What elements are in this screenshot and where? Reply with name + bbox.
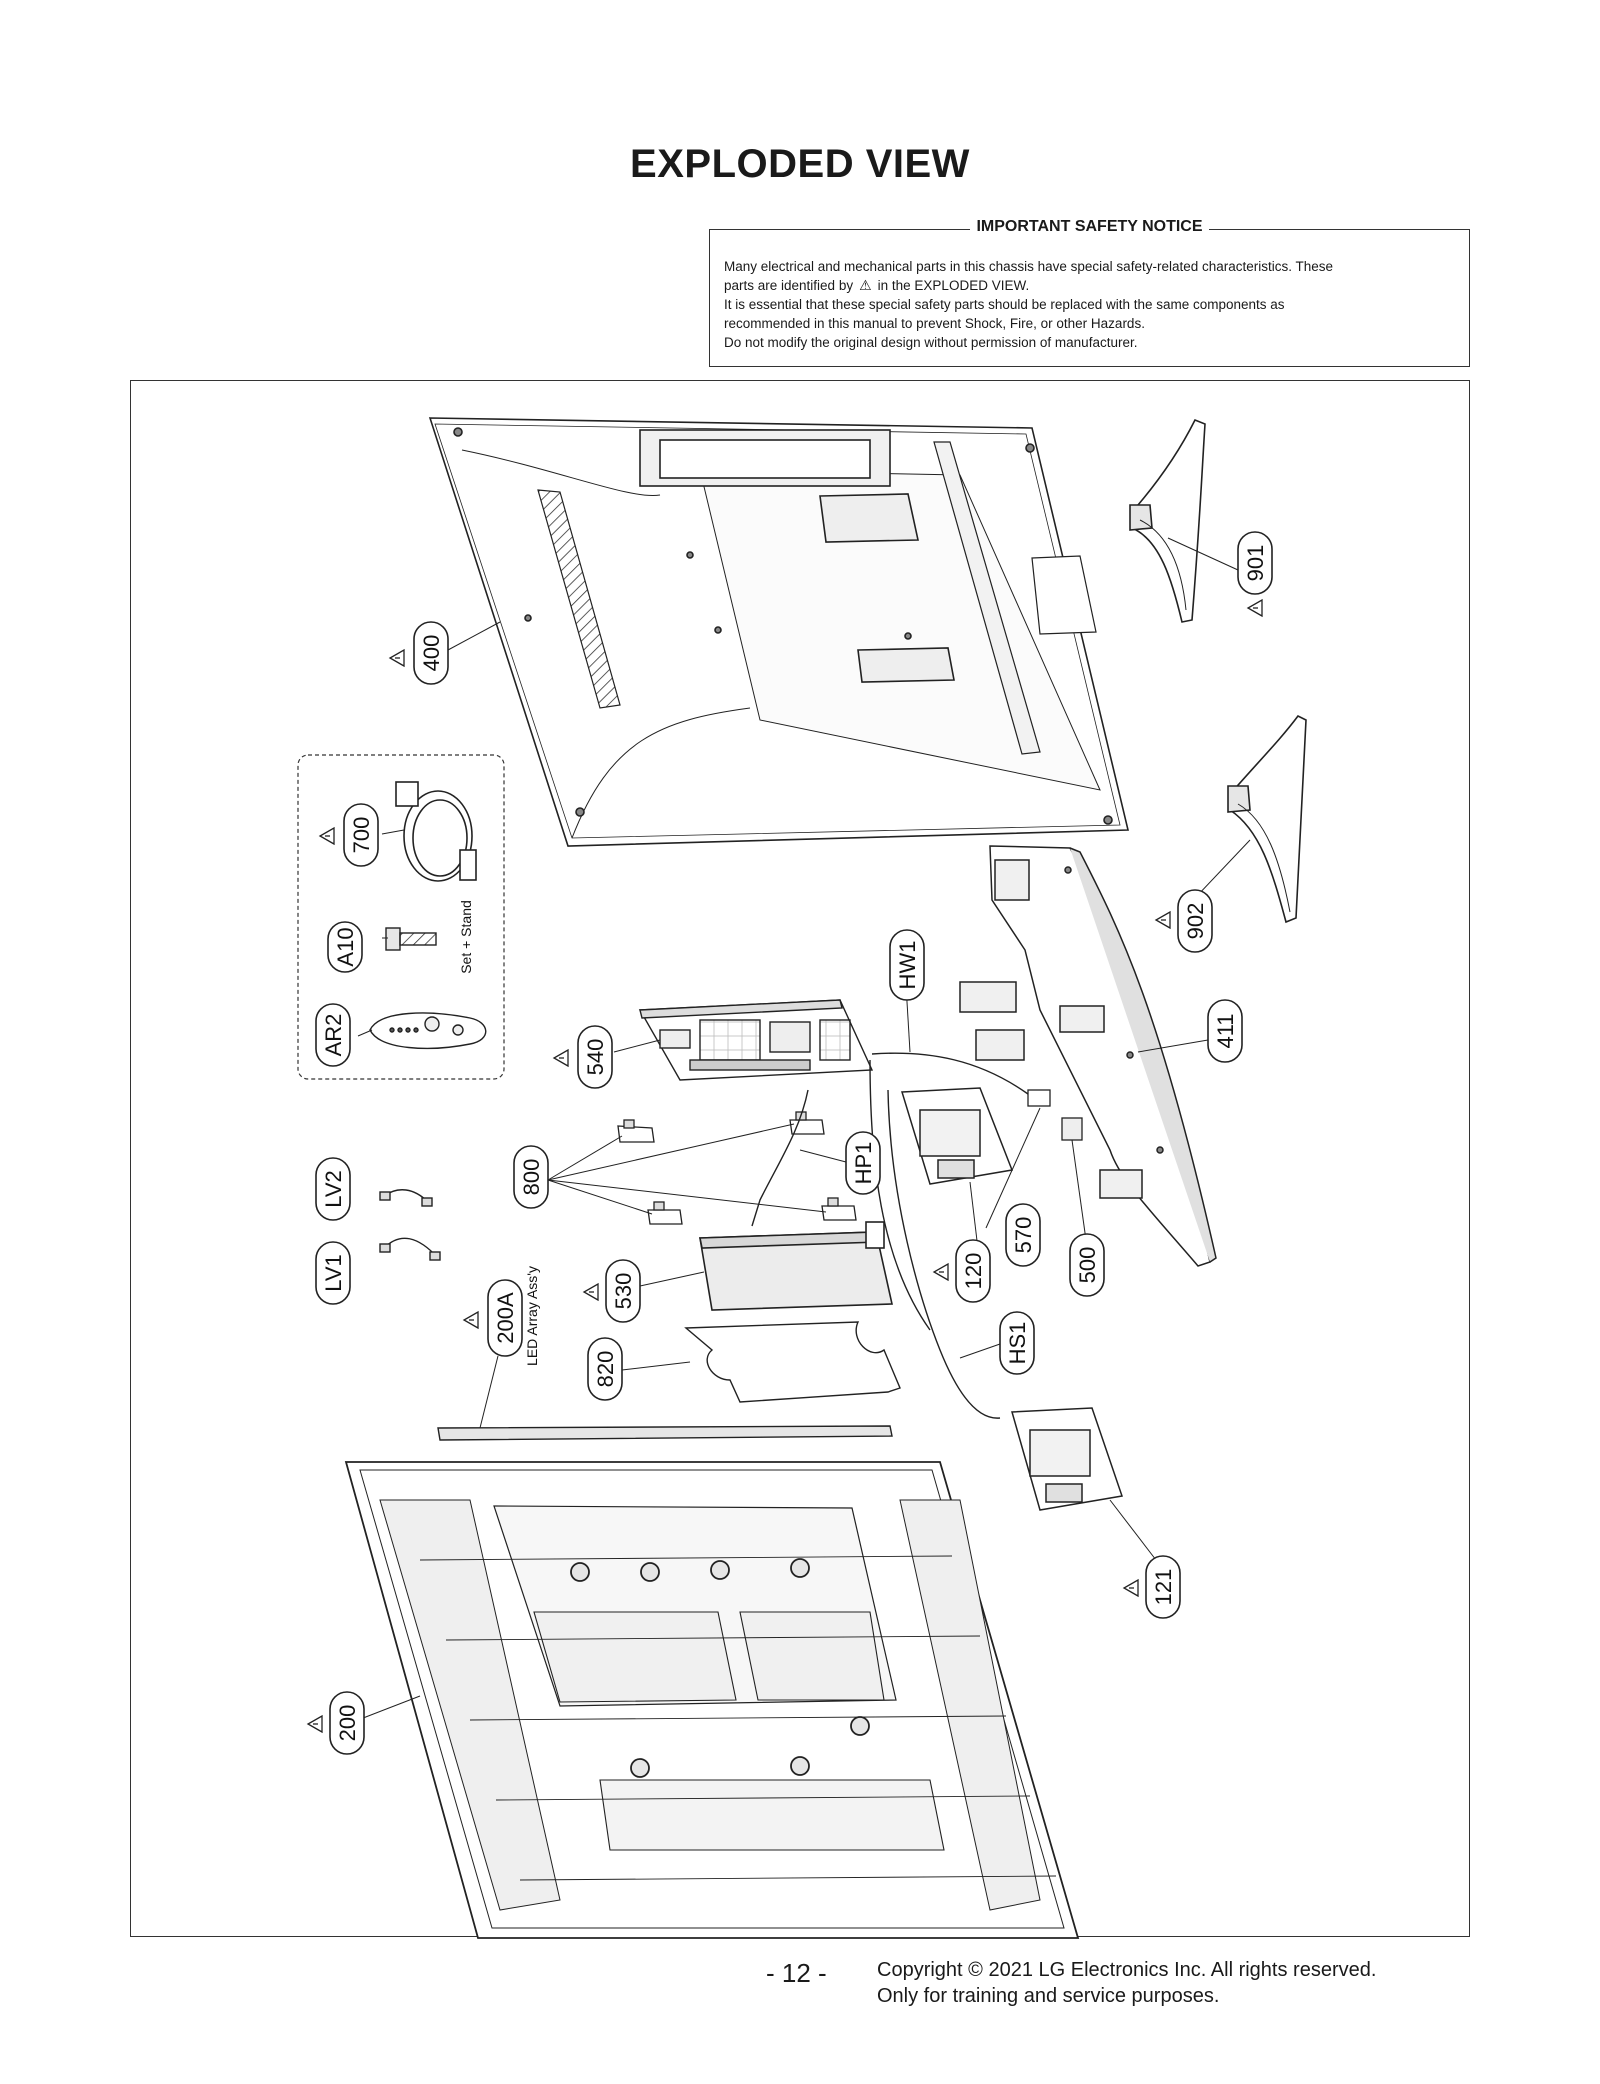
- callout-901: [1237, 531, 1273, 595]
- cable-lines: [751, 1052, 1029, 1419]
- label-a10: A10: [333, 927, 358, 966]
- warning-triangle-icon: [1246, 598, 1263, 618]
- page-title: EXPLODED VIEW: [630, 142, 970, 186]
- board-bracket-parts: [617, 1111, 857, 1225]
- page-number: - 12 -: [766, 1958, 827, 1988]
- warning-triangle-icon: [306, 1714, 323, 1734]
- callout-121: [1145, 1555, 1181, 1619]
- callout-lv2: [315, 1157, 351, 1221]
- label-901: 901: [1243, 545, 1268, 582]
- callout-530: [605, 1259, 641, 1323]
- callout-700: [343, 803, 379, 867]
- warning-triangle-icon: [388, 648, 405, 668]
- notice-line-3: It is essential that these special safet…: [724, 297, 1285, 312]
- stand-right-upper-part: [1129, 418, 1206, 623]
- screw-part: [385, 927, 437, 951]
- led-connector-lv2: [379, 1189, 433, 1207]
- notice-heading: IMPORTANT SAFETY NOTICE: [970, 218, 1209, 235]
- accessory-group-box: [297, 754, 505, 1080]
- label-hp1: HP1: [851, 1142, 876, 1185]
- callout-500: [1069, 1233, 1105, 1297]
- callout-570: [1005, 1203, 1041, 1267]
- label-570: 570: [1011, 1217, 1036, 1254]
- callout-800: [513, 1145, 549, 1209]
- label-200: 200: [335, 1705, 360, 1742]
- label-120: 120: [961, 1253, 986, 1290]
- warning-triangle-icon: [1154, 910, 1171, 930]
- label-500: 500: [1075, 1247, 1100, 1284]
- callout-820: [587, 1337, 623, 1401]
- main-board-part: [638, 999, 874, 1081]
- speaker-left-part: [901, 1087, 1014, 1185]
- callout-ar2: [315, 1003, 351, 1067]
- sub-board-parts: [1027, 1089, 1083, 1141]
- insulator-sheet-part: [684, 1321, 901, 1403]
- warning-triangle-icon: [462, 1310, 479, 1330]
- bottom-frame-bracket-part: [959, 845, 1217, 1267]
- warning-triangle-icon: [1122, 1578, 1139, 1598]
- callout-200a: [487, 1279, 523, 1357]
- warning-triangles: [306, 598, 1263, 1734]
- label-411: 411: [1213, 1013, 1238, 1048]
- lcd-panel-module-part: [344, 1461, 1080, 1939]
- callout-hp1: [845, 1131, 881, 1195]
- warning-triangle-icon: [552, 1048, 569, 1068]
- label-hw1: HW1: [895, 941, 920, 990]
- warning-triangle-icon: ⚠: [859, 277, 872, 293]
- label-540: 540: [583, 1039, 608, 1076]
- power-board-part: [699, 1221, 893, 1311]
- led-array-note: LED Array Ass'y: [524, 1266, 540, 1366]
- callout-hs1: [999, 1311, 1035, 1375]
- notice-body: Many electrical and mechanical parts in …: [724, 257, 1455, 352]
- label-700: 700: [349, 817, 374, 854]
- notice-line-1: Many electrical and mechanical parts in …: [724, 259, 1334, 274]
- notice-line-2: parts are identified by⚠in the EXPLODED …: [724, 277, 1030, 293]
- label-121: 121: [1151, 1569, 1176, 1606]
- label-ar2: AR2: [321, 1014, 346, 1057]
- leader-lines: [357, 537, 1251, 1721]
- copyright-line: Copyright © 2021 LG Electronics Inc. All…: [877, 1959, 1377, 1981]
- callout-hw1: [889, 929, 925, 1001]
- label-400: 400: [419, 635, 444, 672]
- label-902: 902: [1183, 903, 1208, 940]
- label-lv1: LV1: [321, 1254, 346, 1292]
- callout-400: [413, 621, 449, 685]
- label-200a: 200A: [493, 1292, 518, 1344]
- callout-a10: [327, 921, 363, 973]
- notice-line-4: recommended in this manual to prevent Sh…: [724, 316, 1145, 331]
- label-530: 530: [611, 1273, 636, 1310]
- remote-control-part: [369, 1012, 487, 1050]
- label-820: 820: [593, 1351, 618, 1388]
- led-connector-lv1: [379, 1237, 441, 1261]
- label-800: 800: [519, 1159, 544, 1196]
- warning-triangle-icon: [932, 1262, 949, 1282]
- label-hs1: HS1: [1005, 1322, 1030, 1365]
- led-array-bar-part: [437, 1425, 893, 1441]
- notice-line-5: Do not modify the original design withou…: [724, 335, 1138, 350]
- callout-lv1: [315, 1241, 351, 1305]
- warning-triangle-icon: [318, 826, 335, 846]
- training-line: Only for training and service purposes.: [877, 1985, 1220, 2007]
- power-cord-part: [395, 781, 477, 882]
- back-cover-part: [428, 417, 1130, 847]
- warning-triangle-icon: [582, 1282, 599, 1302]
- safety-notice: IMPORTANT SAFETY NOTICE Many electrical …: [709, 218, 1470, 367]
- callout-411: [1207, 999, 1243, 1063]
- stand-right-lower-part: [1227, 714, 1307, 924]
- copyright-block: Copyright © 2021 LG Electronics Inc. All…: [877, 1957, 1376, 2009]
- speaker-right-part: [1011, 1407, 1123, 1511]
- callout-120: [955, 1239, 991, 1303]
- callout-540: [577, 1025, 613, 1089]
- set-stand-note: Set + Stand: [458, 900, 474, 974]
- callout-200: [329, 1691, 365, 1755]
- label-lv2: LV2: [321, 1170, 346, 1208]
- callout-902: [1177, 889, 1213, 953]
